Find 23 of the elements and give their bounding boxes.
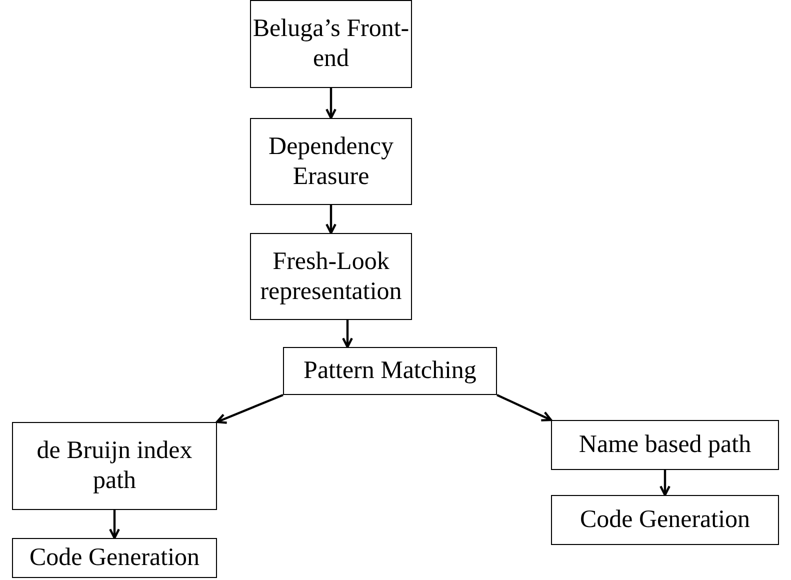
arrow [342,320,353,348]
box-label: Code Generation [29,543,200,573]
box-label: Dependency Erasure [268,132,394,192]
box-label: Fresh-Look representation [259,246,403,306]
process-box [283,347,497,395]
process-box [250,233,412,320]
process-box [12,422,217,510]
arrow [216,394,284,424]
box-label: Code Generation [580,505,750,535]
box-label: de Bruijn index path [36,436,194,496]
process-box [12,538,217,578]
arrow [109,510,120,540]
process-box [250,118,412,205]
arrow [496,394,552,422]
process-box [551,420,779,470]
arrow [660,470,670,496]
process-box [551,495,779,545]
process-box [250,0,412,88]
box-label: Beluga’s Front-end [252,14,410,74]
box-label: Name based path [578,430,752,460]
arrow [326,205,336,234]
box-label: Pattern Matching [304,356,476,386]
arrow [326,88,336,120]
